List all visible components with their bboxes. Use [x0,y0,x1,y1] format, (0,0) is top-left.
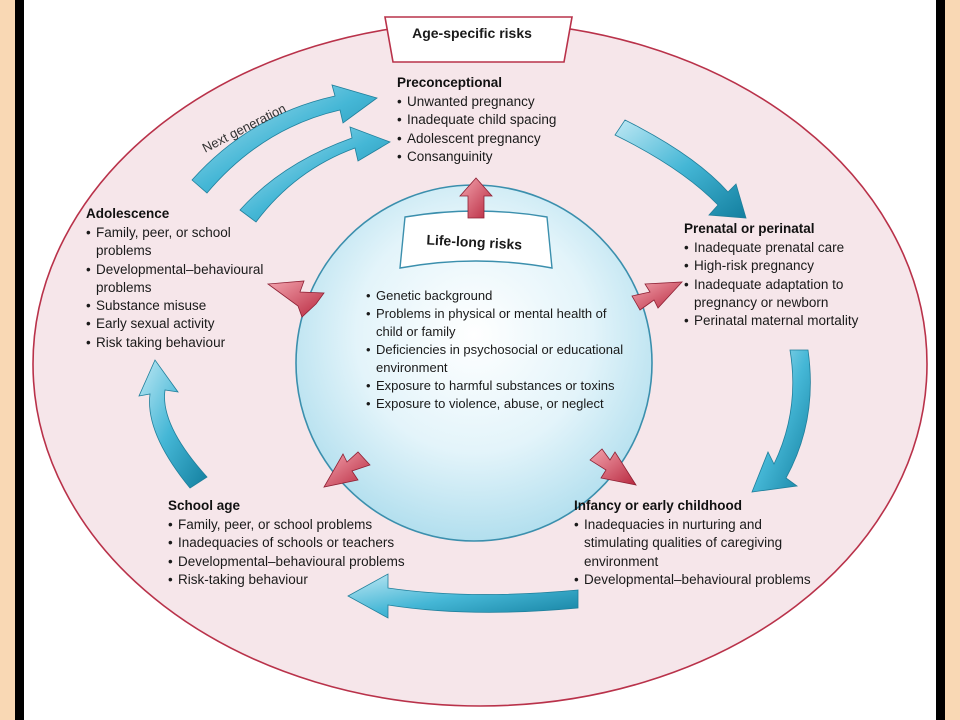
prenatal-block: Prenatal or perinatal Inadequate prenata… [684,220,889,331]
preconceptional-title: Preconceptional [397,75,503,90]
arrow-infancy-to-school [347,573,579,619]
adolescence-item: Family, peer, or school problems [86,224,246,261]
lifelong-item: Exposure to harmful substances or toxins [366,377,632,395]
school-block: School age Family, peer, or school probl… [168,497,478,589]
prenatal-item: High-risk pregnancy [684,257,889,276]
adolescence-item: Early sexual activity [86,315,312,334]
prenatal-item: Inadequate prenatal care [684,239,889,258]
lifelong-item: Problems in physical or mental health of… [366,305,632,341]
infancy-block: Infancy or early childhood Inadequacies … [574,497,818,589]
risk-arrow-lower-right [589,448,637,486]
lifelong-item: Genetic background [366,287,632,305]
outer-title-tab [384,16,573,63]
school-item: Family, peer, or school problems [168,516,478,535]
infancy-item: Inadequacies in nurturing and stimulatin… [574,516,818,571]
preconceptional-block: Preconceptional Unwanted pregnancy Inade… [397,74,556,166]
adolescence-title: Adolescence [86,206,170,221]
lifelong-item: Deficiencies in psychosocial or educatio… [366,341,632,377]
risk-arrow-upper-right [631,281,683,311]
outer-title: Age-specific risks [412,25,532,41]
preconceptional-item: Unwanted pregnancy [397,93,556,112]
prenatal-title: Prenatal or perinatal [684,221,815,236]
prenatal-item: Inadequate adaptation to pregnancy or ne… [684,276,889,313]
school-item: Inadequacies of schools or teachers [168,534,478,553]
arrow-next-generation [191,84,378,194]
risk-arrow-up [459,177,493,219]
adolescence-item: Developmental–behavioural problems [86,261,312,298]
prenatal-item: Perinatal maternal mortality [684,312,889,331]
adolescence-block: Adolescence Family, peer, or school prob… [86,205,312,352]
arrow-school-to-adolescence [138,359,208,489]
preconceptional-item: Consanguinity [397,148,556,167]
adolescence-item: Risk taking behaviour [86,334,312,353]
cycle-arrows [138,84,811,619]
preconceptional-item: Inadequate child spacing [397,111,556,130]
arrow-adolescence-to-preconceptional [239,126,391,223]
infancy-title: Infancy or early childhood [574,498,743,513]
inner-title: Life-long risks [426,232,523,253]
lifelong-item: Exposure to violence, abuse, or neglect [366,395,632,413]
arrow-prenatal-to-infancy [751,349,811,493]
school-item: Risk-taking behaviour [168,571,478,590]
lifelong-block: Genetic background Problems in physical … [366,287,632,413]
infancy-item: Developmental–behavioural problems [574,571,818,590]
inner-title-tab [399,210,553,269]
adolescence-item: Substance misuse [86,297,312,316]
preconceptional-item: Adolescent pregnancy [397,130,556,149]
risk-arrow-lower-left [323,451,371,488]
arrow-preconceptional-to-prenatal [614,119,747,219]
school-item: Developmental–behavioural problems [168,553,478,572]
school-title: School age [168,498,241,513]
